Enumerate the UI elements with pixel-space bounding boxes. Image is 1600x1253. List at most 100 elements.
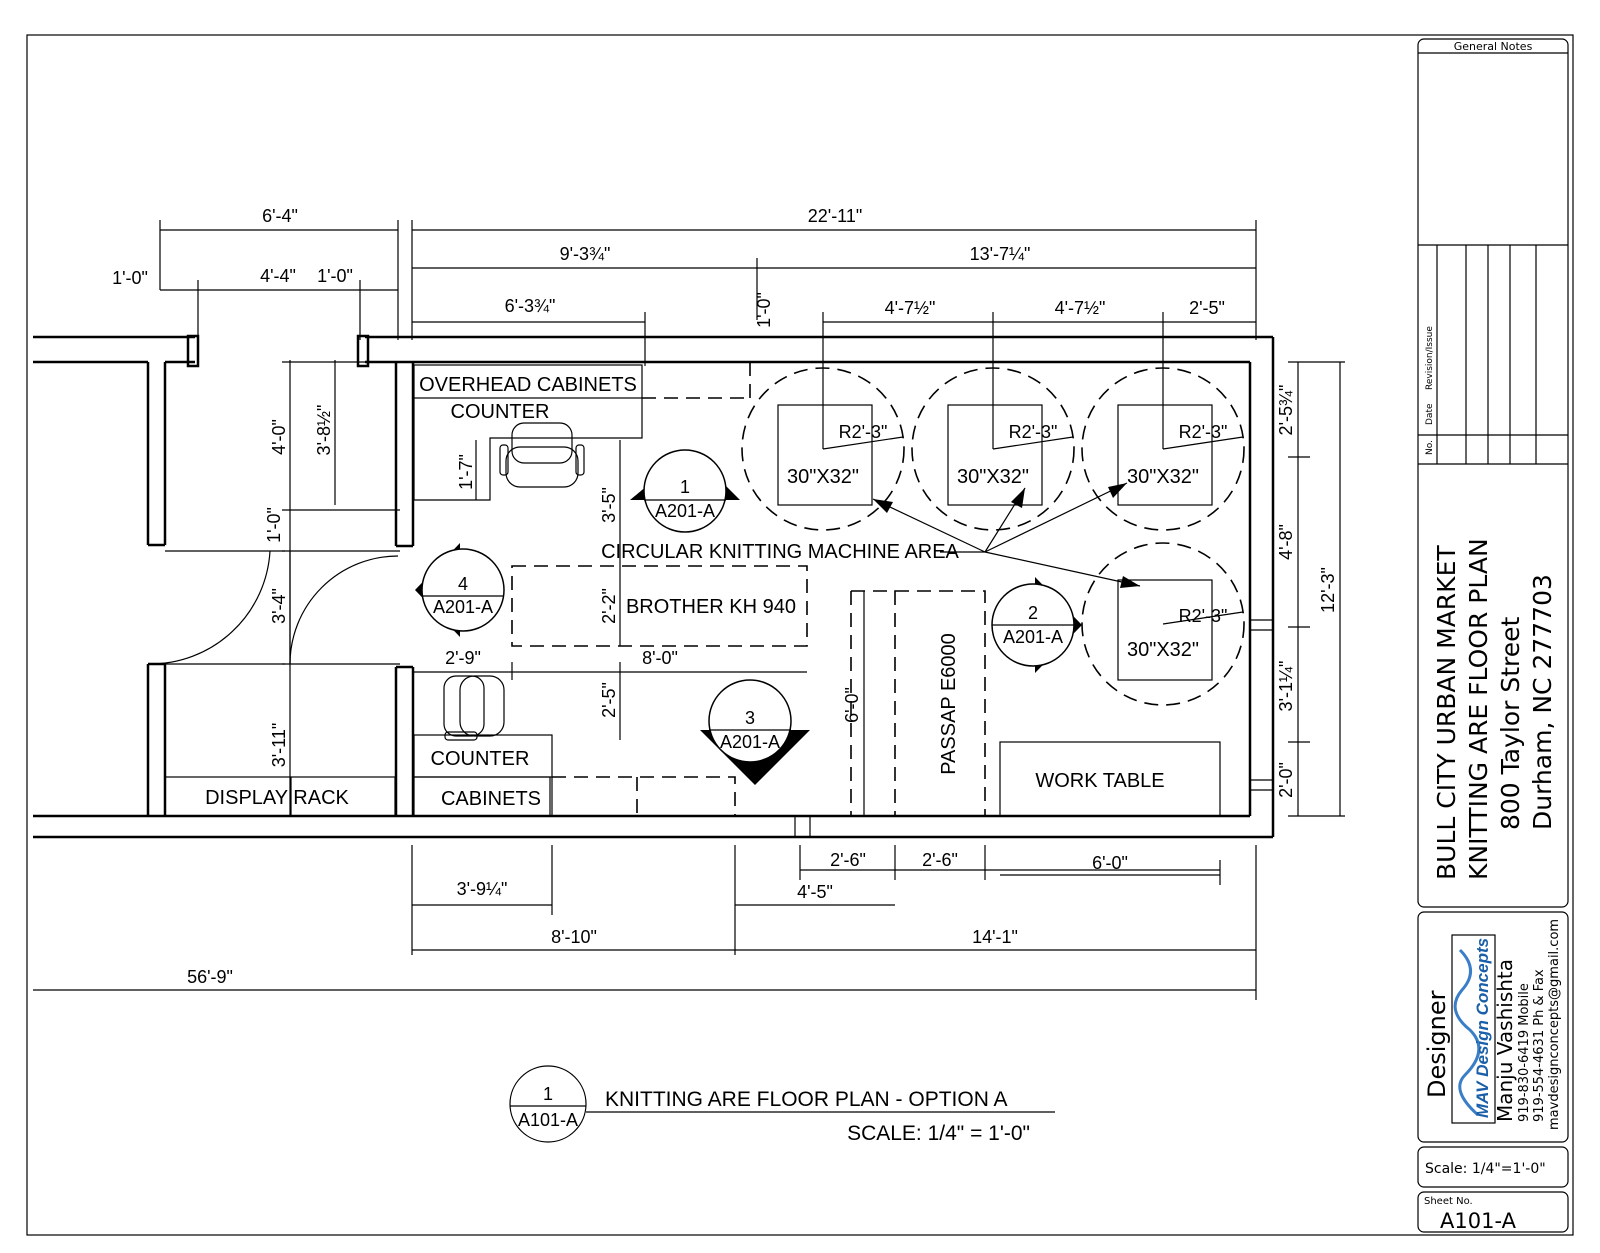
dim-22-11: 22'-11" — [808, 206, 863, 226]
label-display-rack: DISPLAY RACK — [205, 787, 349, 809]
caption-bubble-ref: A101-A — [518, 1110, 578, 1130]
dim-2-6a: 2'-6" — [830, 850, 866, 870]
label-work-table: WORK TABLE — [1035, 770, 1164, 792]
room-labels: OVERHEAD CABINETS COUNTER CIRCULAR KNITT… — [205, 374, 1227, 810]
dim-1-7: 1'-7" — [456, 454, 476, 490]
area-leaders — [872, 482, 1141, 588]
phone-mobile: 919-830-6419 Mobile — [1517, 983, 1532, 1122]
dim-3-8: 3'-8½" — [314, 405, 334, 456]
dim-3-4: 3'-4" — [269, 588, 289, 624]
sheet-number: A101-A — [1440, 1209, 1517, 1233]
dim-4-7-b: 4'-7½" — [1055, 298, 1106, 318]
sheet-label: Sheet No. — [1424, 1196, 1473, 1207]
rev-desc-label: Revision/Issue — [1425, 326, 1435, 390]
label-machine-3: 30"X32" — [1127, 466, 1199, 488]
walls — [33, 334, 1275, 839]
work-table — [999, 741, 1221, 817]
caption-title: KNITTING ARE FLOOR PLAN - OPTION A — [605, 1088, 1008, 1111]
section-1-ref: A201-A — [655, 501, 715, 521]
designer-name: Manju Vashishta — [1493, 959, 1517, 1122]
dim-6-4: 6'-4" — [262, 206, 298, 226]
section-marker-4 — [415, 543, 505, 637]
label-brother: BROTHER KH 940 — [626, 596, 796, 618]
dimension-lines — [33, 220, 1345, 1000]
display-rack — [164, 776, 396, 817]
dim-13-7: 13'-7¼" — [970, 244, 1031, 264]
dim-9-3: 9'-3¾" — [560, 244, 611, 264]
drawing-caption: 1 A101-A KNITTING ARE FLOOR PLAN - OPTIO… — [509, 1065, 1055, 1145]
logo-swoosh-icon — [1453, 948, 1481, 1117]
dim-8-10: 8'-10" — [551, 927, 597, 947]
passap-table — [894, 590, 986, 817]
dim-3-1: 3'-1¼" — [1276, 661, 1296, 712]
dim-6-3: 6'-3¾" — [505, 296, 556, 316]
label-machine-4: 30"X32" — [1127, 639, 1199, 661]
section-marker-1 — [630, 449, 740, 533]
dim-1-0-right: 1'-0" — [317, 266, 353, 286]
drawing-title: KNITTING ARE FLOOR PLAN — [1464, 538, 1493, 880]
dim-3-9: 3'-9¼" — [457, 879, 508, 899]
phone-fax: 919-554-4631 Ph & Fax — [1532, 969, 1547, 1122]
logo-frame — [1451, 934, 1496, 1124]
label-circular-area: CIRCULAR KNITTING MACHINE AREA — [601, 541, 959, 563]
dim-3-11: 3'-11" — [269, 723, 289, 768]
caption-scale: SCALE: 1/4" = 1'-0" — [847, 1122, 1030, 1145]
dim-2-0: 2'-0" — [1276, 762, 1296, 798]
dim-2-2: 2'-2" — [599, 588, 619, 624]
sheet-border — [26, 34, 1574, 1236]
chair-top — [499, 422, 585, 488]
project-name: BULL CITY URBAN MARKET — [1432, 545, 1461, 880]
dim-8-0: 8'-0" — [642, 648, 678, 668]
dim-6-0-h: 6'-0" — [1092, 853, 1128, 873]
section-marker-3 — [700, 679, 810, 785]
section-2-num: 2 — [1028, 603, 1038, 623]
general-notes-label: General Notes — [1454, 40, 1533, 53]
dim-4-8: 4'-8" — [1276, 524, 1296, 560]
section-1-num: 1 — [680, 477, 690, 497]
dim-1-0-mid: 1'-0" — [264, 507, 284, 543]
dim-6-0-v: 6'-0" — [842, 687, 862, 723]
section-marker-2 — [991, 577, 1082, 673]
section-3-ref: A201-A — [720, 732, 780, 752]
dim-2-5b: 2'-5" — [599, 682, 619, 718]
label-radius-3: R2'-3" — [1179, 422, 1228, 442]
dimension-text: 6'-4" 22'-11" 9'-3¾" 13'-7¼" 1'-0" 4'-4"… — [112, 206, 1338, 987]
machine-4 — [1081, 542, 1245, 706]
section-marker-text: 1 A201-A 2 A201-A 3 A201-A 4 A201-A — [433, 477, 1063, 752]
title-block: General Notes No. Date Revision/Issue BU… — [1417, 38, 1569, 1233]
label-cabinets: CABINETS — [441, 788, 541, 810]
section-4-ref: A201-A — [433, 597, 493, 617]
label-radius-4: R2'-3" — [1179, 606, 1228, 626]
label-radius-2: R2'-3" — [1009, 422, 1058, 442]
dim-56-9: 56'-9" — [187, 967, 233, 987]
dim-2-5: 2'-5" — [1189, 298, 1225, 318]
designer-label: Designer — [1423, 990, 1451, 1098]
label-radius-1: R2'-3" — [839, 422, 888, 442]
dim-2-5r: 2'-5¾" — [1276, 385, 1296, 436]
rev-no-label: No. — [1425, 440, 1435, 455]
city-address: Durham, NC 277703 — [1528, 574, 1557, 830]
label-passap: PASSAP E6000 — [938, 633, 960, 775]
scale-label: Scale: 1/4"=1'-0" — [1425, 1161, 1546, 1177]
dim-14-1: 14'-1" — [972, 927, 1018, 947]
caption-bubble-num: 1 — [543, 1084, 553, 1104]
dim-1-0-vert: 1'-0" — [754, 292, 774, 328]
counter-top — [413, 398, 643, 501]
label-machine-2: 30"X32" — [957, 466, 1029, 488]
dim-2-9: 2'-9" — [445, 648, 481, 668]
dim-3-5: 3'-5" — [599, 487, 619, 523]
dim-4-7-a: 4'-7½" — [885, 298, 936, 318]
section-4-num: 4 — [458, 574, 468, 594]
section-3-num: 3 — [745, 708, 755, 728]
label-overhead-cabinets: OVERHEAD CABINETS — [419, 374, 637, 396]
dim-4-4: 4'-4" — [260, 266, 296, 286]
designer-email: mavdesignconcepts@gmail.com — [1547, 919, 1562, 1130]
dim-4-0: 4'-0" — [269, 419, 289, 455]
brother-table — [511, 565, 808, 647]
furniture — [164, 362, 1245, 817]
dim-2-6b: 2'-6" — [922, 850, 958, 870]
rev-date-label: Date — [1425, 403, 1435, 425]
chair-bottom — [443, 675, 505, 741]
dim-12-3: 12'-3" — [1318, 567, 1338, 613]
section-2-ref: A201-A — [1003, 627, 1063, 647]
